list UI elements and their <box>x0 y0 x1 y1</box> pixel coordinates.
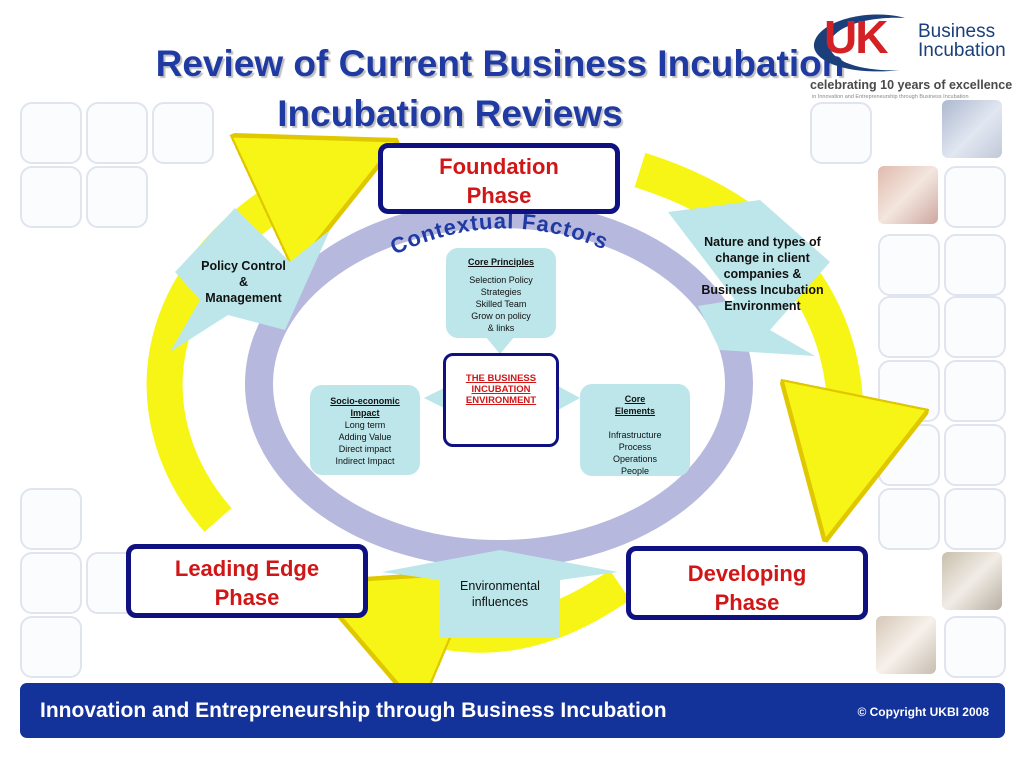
bg-photo <box>942 100 1002 158</box>
bg-photo <box>876 616 936 674</box>
bg-photo <box>942 552 1002 610</box>
environmental-pointer <box>382 550 618 638</box>
bg-tile <box>20 616 82 678</box>
core-principles-item: Strategies <box>480 287 522 297</box>
bg-tile <box>944 296 1006 358</box>
socio-economic-bubble: Socio-economic Impact Long term Adding V… <box>310 385 420 475</box>
bg-tile <box>810 102 872 164</box>
logo-swoosh-icon <box>813 14 905 72</box>
core-principles-item: Selection Policy <box>469 275 533 285</box>
bg-tile <box>152 102 214 164</box>
socio-economic-item: Long term <box>344 420 386 430</box>
socio-economic-item: Direct impact <box>338 444 392 454</box>
socio-economic-item: Indirect Impact <box>335 456 395 466</box>
yellow-arrow-left <box>146 172 330 532</box>
bg-tile <box>944 424 1006 486</box>
footer-text: Innovation and Entrepreneurship through … <box>40 699 667 722</box>
bg-tile <box>944 488 1006 550</box>
bg-tile <box>944 616 1006 678</box>
bg-tile <box>20 166 82 228</box>
bg-tile <box>878 234 940 296</box>
core-elements-heading1: Core <box>624 394 646 404</box>
bg-tile <box>20 488 82 550</box>
core-principles-item: Grow on policy <box>471 311 531 321</box>
developing-phase-box: Developing Phase <box>626 546 868 620</box>
bg-tile <box>20 552 82 614</box>
policy-control-text: Policy Control & Management <box>201 259 286 305</box>
core-elements-bubble: Core Elements Infrastructure Process Ope… <box>580 384 690 476</box>
bg-photo <box>878 166 938 224</box>
policy-pointer <box>170 208 330 352</box>
foundation-phase-box: Foundation Phase <box>378 143 620 214</box>
logo-subline: in Innovation and Entrepreneurship throu… <box>812 94 969 100</box>
page-title-line2: Incubation Reviews <box>277 93 623 134</box>
core-elements-item: Infrastructure <box>608 430 662 440</box>
footer-copyright: © Copyright UKBI 2008 <box>857 705 989 719</box>
core-principles-item: Skilled Team <box>475 299 527 309</box>
foundation-phase-line1: Foundation <box>439 154 559 179</box>
environmental-influences-text: Environmental influences <box>460 579 540 609</box>
core-elements-item: Operations <box>612 454 658 464</box>
leading-edge-phase-line1: Leading Edge <box>174 556 320 581</box>
center-label: THE BUSINESS INCUBATION ENVIRONMENT <box>465 373 537 406</box>
core-elements-item: Process <box>618 442 652 452</box>
core-principles-heading: Core Principles <box>467 257 535 267</box>
developing-phase-line2: Phase <box>714 590 780 615</box>
bg-tile <box>944 166 1006 228</box>
bg-tile <box>20 102 82 164</box>
core-principles-bubble: Core Principles Selection Policy Strateg… <box>446 248 556 338</box>
page-title-line1: Review of Current Business Incubation <box>155 43 845 84</box>
socio-economic-item: Adding Value <box>338 432 392 442</box>
leading-edge-phase-line2: Phase <box>214 585 280 610</box>
leading-edge-phase-box: Leading Edge Phase <box>126 544 368 618</box>
yellow-arrow-right <box>634 152 845 468</box>
logo-tagline: celebrating 10 years of excellence <box>810 78 1013 92</box>
core-principles-item: & links <box>487 323 515 333</box>
bg-tile <box>944 234 1006 296</box>
logo-uk-text: UK <box>824 11 888 63</box>
business-incubation-environment-box: THE BUSINESS INCUBATION ENVIRONMENT <box>443 353 559 447</box>
socio-economic-heading1: Socio-economic <box>330 396 400 406</box>
nature-pointer <box>668 200 830 356</box>
bg-tile <box>878 296 940 358</box>
bg-tile <box>944 360 1006 422</box>
bg-tile <box>86 102 148 164</box>
socio-economic-heading2: Impact <box>350 408 380 418</box>
footer-bar: Innovation and Entrepreneurship through … <box>20 683 1005 738</box>
foundation-phase-line2: Phase <box>466 183 532 208</box>
nature-change-text: Nature and types of change in client com… <box>701 235 824 313</box>
bg-tile <box>86 166 148 228</box>
core-elements-heading2: Elements <box>614 406 656 416</box>
core-elements-item: People <box>620 466 650 476</box>
developing-phase-line1: Developing <box>687 561 807 586</box>
